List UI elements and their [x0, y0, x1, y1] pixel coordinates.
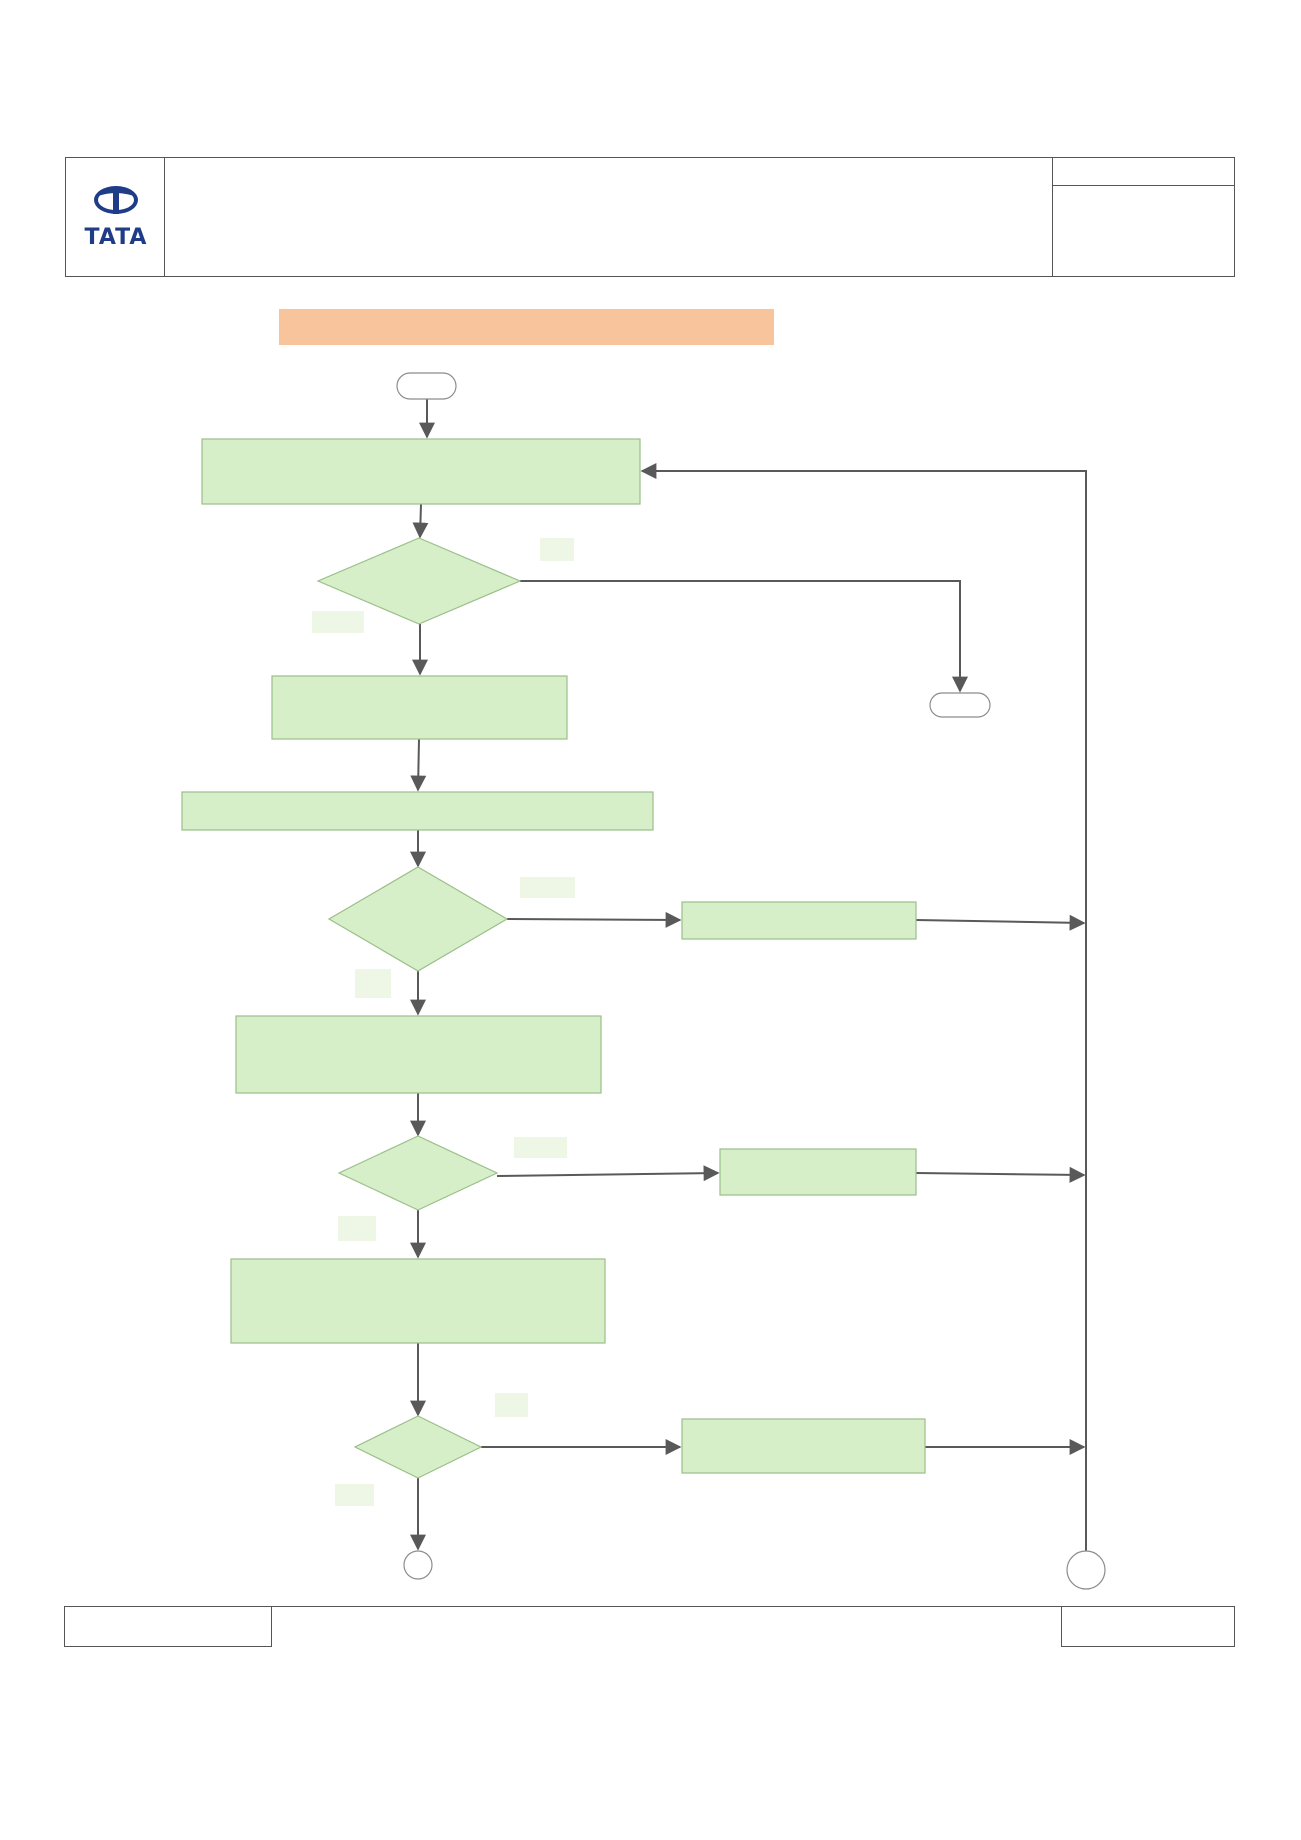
- node-decision-1: [316, 537, 522, 625]
- edge-process1-decision1: [412, 503, 429, 539]
- edge-label-6: [338, 1216, 376, 1241]
- node-process-3: [181, 791, 654, 831]
- node-decision-4: [353, 1415, 483, 1479]
- edge-label-3: [520, 877, 575, 898]
- edge-label-1: [540, 538, 574, 561]
- node-side-process-2: [719, 1148, 917, 1196]
- edge-decision2-side1: [506, 911, 682, 928]
- footer-right-cell: [1061, 1606, 1235, 1647]
- edge-loop-process1: [640, 463, 1087, 1551]
- node-process-1: [201, 438, 641, 505]
- logo-wordmark: TATA: [84, 225, 148, 250]
- node-decision-3: [337, 1135, 499, 1211]
- node-connector-loop: [1066, 1550, 1106, 1590]
- node-side-process-1: [681, 901, 917, 940]
- node-end-right: [929, 692, 991, 718]
- edge-label-4: [355, 969, 391, 998]
- edge-label-7: [495, 1393, 528, 1417]
- node-process-4: [235, 1015, 602, 1094]
- edge-side1-loop: [915, 914, 1086, 931]
- header-ref-cell-bottom: [1052, 185, 1235, 277]
- tata-logo-icon: [94, 186, 138, 214]
- edge-label-2: [312, 611, 364, 633]
- node-process-2: [271, 675, 568, 740]
- node-decision-2: [327, 866, 509, 972]
- edge-process2-process3: [410, 738, 427, 792]
- node-start: [396, 372, 457, 400]
- edge-side2-loop: [915, 1166, 1086, 1183]
- edge-label-8: [335, 1484, 374, 1506]
- edge-decision1-end: [520, 580, 968, 693]
- edge-decision3-side2: [496, 1165, 720, 1182]
- title-banner: [279, 309, 774, 345]
- footer-top-rule: [271, 1606, 1062, 1607]
- node-connector-bottom: [403, 1550, 433, 1580]
- footer-left-cell: [64, 1606, 272, 1647]
- edge-label-5: [514, 1137, 567, 1158]
- node-process-5: [230, 1258, 606, 1344]
- node-side-process-3: [681, 1418, 926, 1474]
- header-logo-cell: TATA: [65, 157, 165, 277]
